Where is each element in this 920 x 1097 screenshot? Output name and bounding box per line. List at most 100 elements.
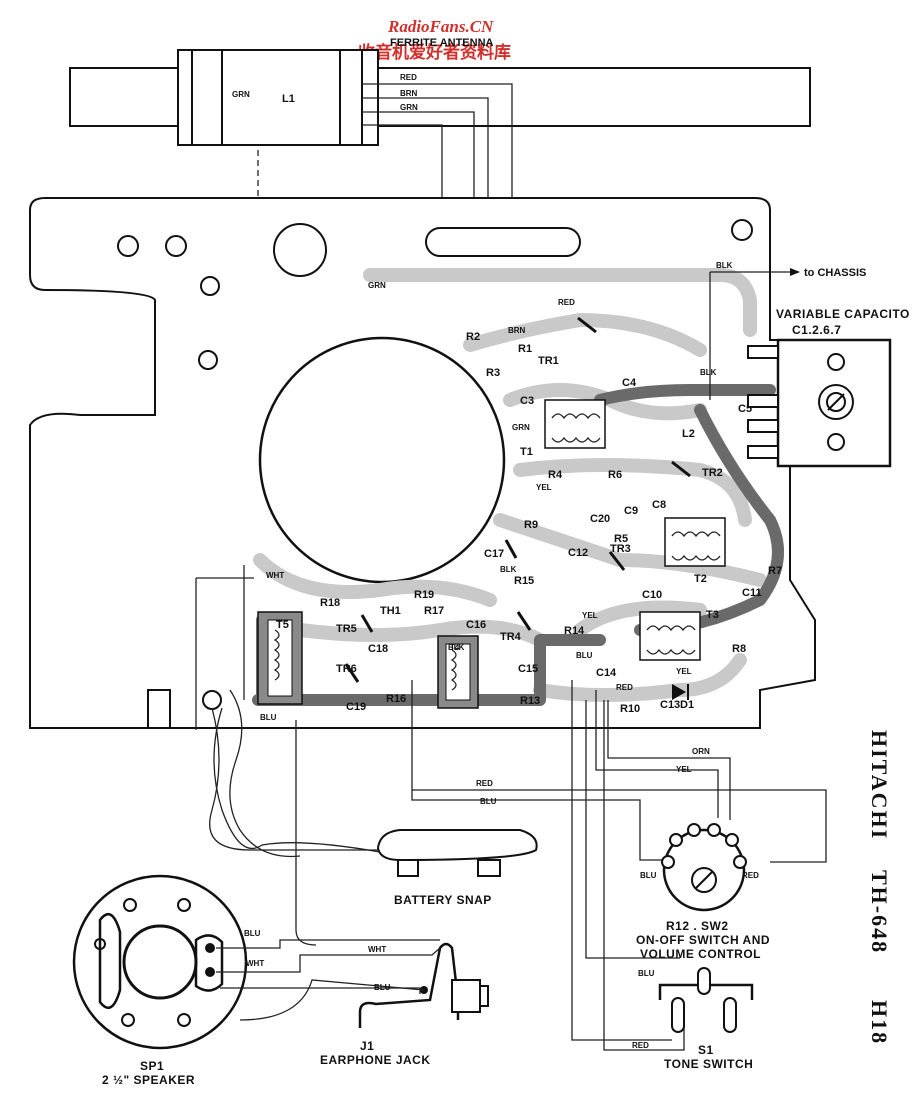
- speaker-line1: SP1: [140, 1059, 164, 1073]
- wire-label-orn-vol: ORN: [692, 747, 710, 756]
- label-r18: R18: [320, 597, 340, 609]
- tone-line2: TONE SWITCH: [664, 1057, 753, 1071]
- varcap-line1: VARIABLE CAPACITO: [776, 307, 910, 321]
- volume-control: R12 . SW2 ON-OFF SWITCH AND VOLUME CONTR…: [636, 823, 770, 961]
- wire-label-yel-3: YEL: [676, 667, 692, 676]
- antenna-title: FERRITE ANTENNA: [390, 37, 494, 49]
- model-number: TH-648: [867, 870, 892, 954]
- label-c12: C12: [568, 547, 588, 559]
- wire-label-yel-2: YEL: [582, 611, 598, 620]
- tone-switch: S1 TONE SWITCH: [658, 967, 754, 1071]
- label-t1: T1: [520, 446, 533, 458]
- label-tr6: TR6: [336, 663, 357, 675]
- wire-label-grn-t1: GRN: [512, 423, 530, 432]
- label-r5: R5: [614, 533, 628, 545]
- wire-label-blu-c14: BLU: [576, 651, 593, 660]
- wire-label-blk-t4: BLK: [448, 643, 465, 652]
- wire-label-blu-r12: BLU: [640, 871, 657, 880]
- label-r10: R10: [620, 703, 640, 715]
- label-r9: R9: [524, 519, 538, 531]
- model-text: HITACHI TH-648 H18: [867, 730, 892, 1045]
- jack-line2: EARPHONE JACK: [320, 1053, 431, 1067]
- label-r13: R13: [520, 695, 540, 707]
- label-c19: C19: [346, 701, 366, 713]
- wire-label-brn-board: BRN: [508, 326, 526, 335]
- wire-label-blu-board: BLU: [260, 713, 277, 722]
- label-c15: C15: [518, 663, 538, 675]
- variable-capacitor: VARIABLE CAPACITO C1.2.6.7: [747, 307, 910, 468]
- label-t3: T3: [706, 609, 719, 621]
- label-th1: TH1: [380, 605, 401, 617]
- tone-line1: S1: [698, 1043, 714, 1057]
- speaker: SP1 2 ½" SPEAKER: [72, 874, 248, 1087]
- wire-label-red-vol: RED: [476, 779, 493, 788]
- label-c4: C4: [622, 377, 637, 389]
- label-c17: C17: [484, 548, 504, 560]
- wire-label-blk-top: BLK: [716, 261, 733, 270]
- coil-label: L1: [282, 93, 295, 105]
- wire-label-grn-coil: GRN: [232, 90, 250, 99]
- label-tr4: TR4: [500, 631, 522, 643]
- wire-label-grn-board: GRN: [368, 281, 386, 290]
- label-r3: R3: [486, 367, 500, 379]
- battery-snap: BATTERY SNAP: [376, 829, 538, 907]
- wire-label-blk-c17: BLK: [500, 565, 517, 574]
- watermark-site: RadioFans.CN: [387, 17, 494, 36]
- wire-label-yel-vol: YEL: [676, 765, 692, 774]
- label-c8: C8: [652, 499, 666, 511]
- label-r4: R4: [548, 469, 563, 481]
- wire-label-grn-antenna: GRN: [400, 103, 418, 112]
- earphone-jack: J1 EARPHONE JACK: [320, 942, 489, 1067]
- battery-label: BATTERY SNAP: [394, 893, 492, 907]
- wire-label-blk-vc: BLK: [700, 368, 717, 377]
- label-t4: T4: [450, 643, 460, 652]
- label-c9: C9: [624, 505, 638, 517]
- wire-label-blu-vol: BLU: [480, 797, 497, 806]
- chassis-label: to CHASSIS: [804, 267, 866, 279]
- label-r17: R17: [424, 605, 444, 617]
- wire-label-blu-s1: BLU: [638, 969, 655, 978]
- label-c14: C14: [596, 667, 617, 679]
- label-c20: C20: [590, 513, 610, 525]
- label-c3: C3: [520, 395, 534, 407]
- wire-label-red-r12: RED: [742, 871, 759, 880]
- wire-label-red-board: RED: [558, 298, 575, 307]
- copper-traces: [252, 268, 784, 706]
- label-r2: R2: [466, 331, 480, 343]
- volume-line3: VOLUME CONTROL: [640, 947, 761, 961]
- label-t5: T5: [276, 619, 289, 631]
- wire-label-wht-spk: WHT: [246, 959, 264, 968]
- watermark-chinese: 收音机爱好者资料库: [358, 42, 511, 63]
- label-c11: C11: [742, 587, 762, 599]
- label-tr1: TR1: [538, 355, 559, 367]
- jack-line1: J1: [360, 1039, 374, 1053]
- label-tr2: TR2: [702, 467, 723, 479]
- wire-label-wht-jack: WHT: [368, 945, 386, 954]
- wire-label-red-antenna: RED: [400, 73, 417, 82]
- label-tr5: TR5: [336, 623, 357, 635]
- label-r19: R19: [414, 589, 434, 601]
- wire-label-red-s1: RED: [632, 1041, 649, 1050]
- label-r8: R8: [732, 643, 746, 655]
- label-d1: D1: [680, 699, 694, 711]
- label-c10: C10: [642, 589, 662, 601]
- label-r6: R6: [608, 469, 622, 481]
- wire-label-brn-antenna: BRN: [400, 89, 418, 98]
- label-tr3: TR3: [610, 543, 631, 555]
- wire-label-blu-spk: BLU: [244, 929, 261, 938]
- label-l2: L2: [682, 428, 695, 440]
- label-r1: R1: [518, 343, 532, 355]
- label-r15: R15: [514, 575, 534, 587]
- volume-line1: R12 . SW2: [666, 919, 729, 933]
- transformers: [257, 399, 726, 709]
- board-labels: R1 R2 R3 TR1 C3 C4 L2 C5 T1 R4 R6 TR2 C8…: [276, 331, 782, 715]
- transistors: [344, 316, 691, 683]
- label-c16: C16: [466, 619, 486, 631]
- label-c13: C13: [660, 699, 680, 711]
- board-wire-labels: GRN RED BRN GRN BLK BLK YEL YEL YEL BLK …: [260, 261, 733, 722]
- wire-label-blu-jack: BLU: [374, 983, 391, 992]
- speaker-line2: 2 ½" SPEAKER: [102, 1073, 195, 1087]
- wire-label-wht-board: WHT: [266, 571, 284, 580]
- label-r16: R16: [386, 693, 406, 705]
